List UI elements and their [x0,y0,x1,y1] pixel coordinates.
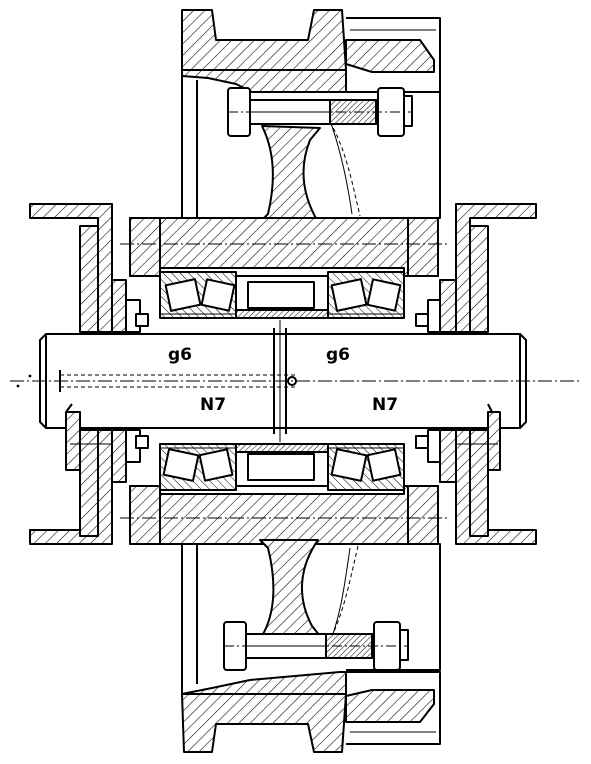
hub-top [120,217,450,277]
bolt-top [227,87,413,137]
bearing-right-top [327,271,405,319]
bolt-bottom [223,621,409,671]
fit-labels: g6 g6 N7 N7 [168,345,398,415]
end-cover-left [29,203,149,545]
spacer-top [235,275,329,319]
hub-bottom [120,485,450,545]
shaft [10,328,580,434]
label-housing-fit-left: N7 [200,395,226,415]
bearing-right-bottom [327,443,405,491]
label-housing-fit-right: N7 [372,395,398,415]
wheel-web-top [259,109,361,223]
label-shaft-fit-left: g6 [168,345,192,365]
bearing-left-bottom [159,443,237,491]
wheel-rim-bottom [181,543,441,753]
bearing-left-top [159,271,237,319]
spacer-bottom [235,443,329,487]
label-shaft-fit-right: g6 [326,345,350,365]
end-cover-right [415,203,537,545]
